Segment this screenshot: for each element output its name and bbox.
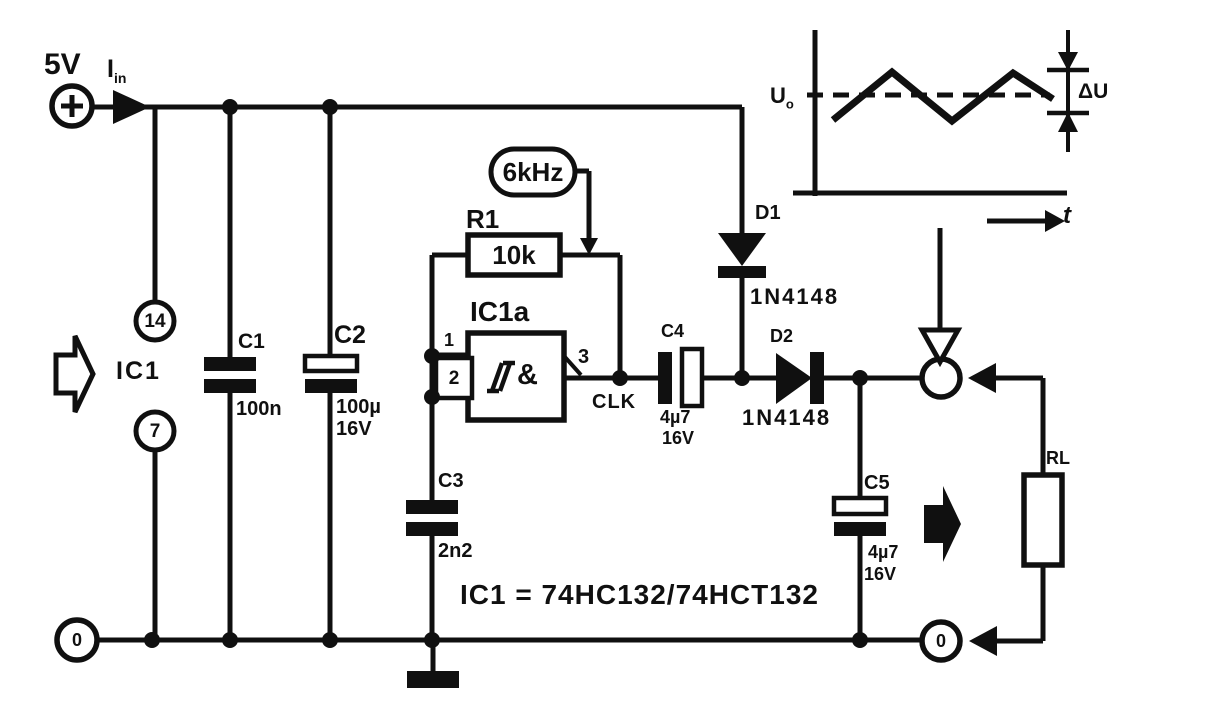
gate-pin2-label: 2 — [448, 367, 460, 389]
freq-pointer-arrow-icon — [580, 238, 598, 255]
ic-pin14-label: 14 — [144, 310, 166, 332]
r1-value-label: 10k — [492, 240, 536, 270]
c1-plate — [204, 357, 256, 371]
d1-ref-label: D1 — [755, 202, 781, 224]
junction-dot — [734, 370, 750, 386]
c3-value-label: 2n2 — [438, 540, 473, 562]
ground-right-label: 0 — [935, 631, 946, 651]
waveform-ripple-trace — [830, 67, 1055, 126]
waveform-level-subscript: o — [785, 96, 794, 112]
c3-ref-label: C3 — [438, 470, 464, 492]
waveform-time-label: t — [1063, 202, 1071, 229]
rl-body — [1021, 472, 1065, 568]
supply-voltage-label: 5V — [44, 48, 81, 81]
ground-bar-icon — [407, 671, 459, 688]
c4-rating-label: 16V — [662, 428, 695, 448]
junction-dot — [852, 632, 868, 648]
c3-plate — [406, 500, 458, 514]
ic-ref-label: IC1 — [116, 357, 161, 385]
load-arrow-top-icon — [968, 363, 996, 393]
rl-ref-label: RL — [1046, 448, 1070, 468]
d2-ref-label: D2 — [770, 326, 794, 346]
d1-cathode-bar — [718, 266, 766, 278]
junction-dot — [222, 632, 238, 648]
c1-value-label: 100n — [236, 398, 282, 420]
c2-value-label: 100µ — [336, 396, 381, 418]
junction-dot — [144, 632, 160, 648]
c5-ref-label: C5 — [864, 472, 890, 494]
d2-part-label: 1N4148 — [742, 405, 832, 430]
d2-cathode-bar — [810, 352, 824, 404]
gate-pin3-leader — [562, 354, 583, 377]
gate-pin3-label: 3 — [578, 346, 590, 368]
c3-plate — [406, 522, 458, 536]
d1-diode-icon — [718, 233, 766, 266]
c2-plate-positive — [302, 353, 360, 374]
oscillator-frequency-label: 6kHz — [502, 157, 564, 187]
output-pointer-arrow-icon — [917, 327, 963, 368]
gate-pin1-label: 1 — [444, 330, 455, 350]
c2-plate — [305, 379, 357, 393]
c4-plate — [658, 352, 672, 404]
ground-terminal-left-circle — [54, 617, 100, 663]
ic-pin14-circle — [133, 299, 177, 343]
junction-dot — [322, 632, 338, 648]
ic-equation-label: IC1 = 74HC132/74HCT132 — [460, 579, 819, 610]
ripple-dim-arrow-down-icon — [1058, 52, 1078, 71]
ground-terminal-right-circle — [919, 619, 963, 663]
gate-and-symbol: & — [517, 359, 538, 391]
waveform-ripple-label: ΔU — [1078, 80, 1109, 103]
ground-left-label: 0 — [71, 630, 82, 650]
load-arrow-bottom-icon — [969, 626, 997, 656]
junction-dot — [322, 99, 338, 115]
d2-diode-icon — [776, 353, 812, 404]
c2-rating-label: 16V — [336, 418, 372, 440]
c5-plate — [834, 522, 886, 536]
junction-dot — [612, 370, 628, 386]
gate-ref-label: IC1a — [470, 296, 530, 327]
c5-value-label: 4µ7 — [868, 542, 899, 562]
ic-pin7-label: 7 — [149, 420, 161, 442]
ic-input-arrow-icon — [53, 334, 96, 414]
junction-dot — [222, 99, 238, 115]
clock-label: CLK — [592, 391, 637, 413]
hysteresis-icon — [487, 360, 515, 394]
c1-plate — [204, 379, 256, 393]
c4-value-label: 4µ7 — [660, 407, 691, 427]
time-axis-arrow-icon — [1045, 210, 1065, 232]
c5-plate-positive — [831, 495, 889, 517]
junction-dot — [424, 632, 440, 648]
waveform-level-label: Uo — [770, 83, 794, 112]
ripple-dim-arrow-up-icon — [1058, 112, 1078, 132]
gate-body — [465, 330, 567, 423]
junction-dot — [424, 348, 440, 364]
output-direction-arrow-icon — [924, 486, 961, 562]
input-current-subscript: in — [113, 70, 127, 86]
c5-rating-label: 16V — [864, 564, 897, 584]
junction-dot — [852, 370, 868, 386]
gate-pin2-box — [433, 355, 475, 401]
r1-ref-label: R1 — [466, 204, 500, 234]
input-current-label: Iin — [107, 55, 127, 86]
c4-plate-positive — [679, 346, 705, 409]
d1-part-label: 1N4148 — [750, 284, 840, 309]
c4-ref-label: C4 — [661, 321, 685, 341]
c1-ref-label: C1 — [238, 330, 265, 353]
c2-ref-label: C2 — [334, 321, 366, 349]
junction-dot — [424, 389, 440, 405]
